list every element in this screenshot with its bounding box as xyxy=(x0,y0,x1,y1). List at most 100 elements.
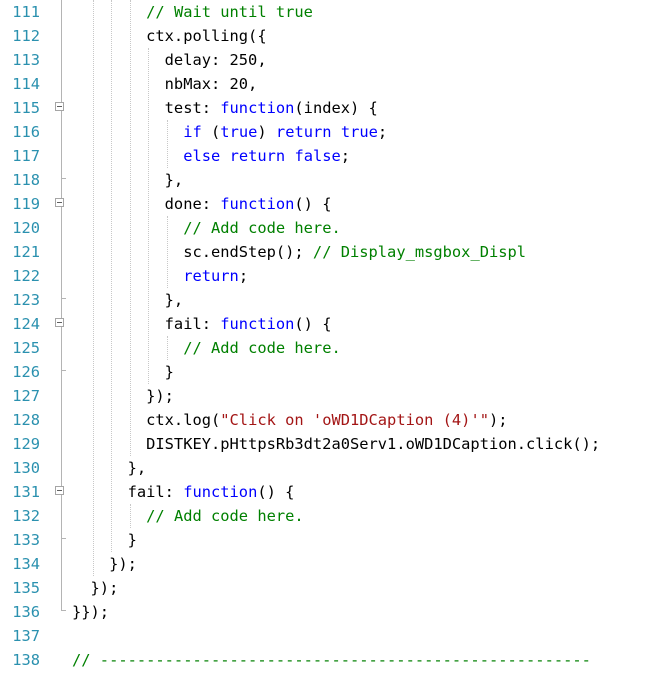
code-token: nbMax: 20, xyxy=(72,75,258,93)
indent-guide xyxy=(130,504,131,528)
code-line[interactable]: 121 sc.endStep(); // Display_msgbox_Disp… xyxy=(0,240,664,264)
collapse-icon[interactable] xyxy=(55,486,64,495)
code-text: // Wait until true xyxy=(72,0,313,24)
line-number: 132 xyxy=(12,507,40,525)
line-number: 138 xyxy=(12,651,40,669)
code-line[interactable]: 122 return; xyxy=(0,264,664,288)
fold-region-line xyxy=(61,0,62,610)
code-line[interactable]: 118 }, xyxy=(0,168,664,192)
code-token: () { xyxy=(257,483,295,501)
code-text: }); xyxy=(72,384,174,408)
code-line[interactable]: 117 else return false; xyxy=(0,144,664,168)
code-line[interactable]: 126 } xyxy=(0,360,664,384)
indent-guide xyxy=(167,336,168,360)
line-number: 119 xyxy=(12,195,40,213)
code-token: sc.endStep(); xyxy=(72,243,313,261)
code-line[interactable]: 134 }); xyxy=(0,552,664,576)
line-number: 128 xyxy=(12,411,40,429)
collapse-icon[interactable] xyxy=(55,318,64,327)
indent-guide xyxy=(111,0,112,552)
code-line[interactable]: 111 // Wait until true xyxy=(0,0,664,24)
code-line[interactable]: 133 } xyxy=(0,528,664,552)
line-number: 118 xyxy=(12,171,40,189)
code-text: fail: function() { xyxy=(72,480,295,504)
code-token xyxy=(72,507,146,525)
keyword-token: return xyxy=(275,123,332,141)
line-number: 136 xyxy=(12,603,40,621)
keyword-token: function xyxy=(220,315,295,333)
code-token xyxy=(72,123,183,141)
line-number: 130 xyxy=(12,459,40,477)
code-text: } xyxy=(72,528,137,552)
keyword-token: function xyxy=(220,99,295,117)
code-token: ; xyxy=(340,147,351,165)
code-line[interactable]: 137 xyxy=(0,624,664,648)
indent-guide xyxy=(148,48,149,384)
code-token: ( xyxy=(201,123,221,141)
keyword-token: function xyxy=(220,195,295,213)
code-line[interactable]: 127 }); xyxy=(0,384,664,408)
line-number: 127 xyxy=(12,387,40,405)
line-number: 116 xyxy=(12,123,40,141)
line-number: 133 xyxy=(12,531,40,549)
fold-region-end xyxy=(61,610,66,611)
code-token: }); xyxy=(72,387,174,405)
code-line[interactable]: 136}}); xyxy=(0,600,664,624)
code-line[interactable]: 119 done: function() { xyxy=(0,192,664,216)
code-token: DISTKEY.pHttpsRb3dt2a0Serv1.oWD1DCaption… xyxy=(72,435,601,453)
code-token: }, xyxy=(72,459,147,477)
code-token: ctx.log( xyxy=(72,411,221,429)
code-text: }, xyxy=(72,456,147,480)
code-text: // Add code here. xyxy=(72,336,341,360)
code-line[interactable]: 130 }, xyxy=(0,456,664,480)
code-token: (index) { xyxy=(294,99,378,117)
code-token: } xyxy=(72,363,174,381)
comment-token: // Display_msgbox_Displ xyxy=(312,243,527,261)
fold-region-end xyxy=(61,178,66,179)
collapse-icon[interactable] xyxy=(55,198,64,207)
code-text: return; xyxy=(72,264,248,288)
code-text: done: function() { xyxy=(72,192,332,216)
code-line[interactable]: 124 fail: function() { xyxy=(0,312,664,336)
code-token: }, xyxy=(72,171,184,189)
comment-token: // Wait until true xyxy=(146,3,313,21)
code-text: // -------------------------------------… xyxy=(72,648,591,672)
code-line[interactable]: 112 ctx.polling({ xyxy=(0,24,664,48)
collapse-icon[interactable] xyxy=(55,102,64,111)
keyword-token: else xyxy=(183,147,221,165)
code-line[interactable]: 114 nbMax: 20, xyxy=(0,72,664,96)
code-line[interactable]: 116 if (true) return true; xyxy=(0,120,664,144)
code-text: fail: function() { xyxy=(72,312,332,336)
code-text: ctx.log("Click on 'oWD1DCaption (4)'"); xyxy=(72,408,507,432)
line-number: 131 xyxy=(12,483,40,501)
code-line[interactable]: 131 fail: function() { xyxy=(0,480,664,504)
code-line[interactable]: 125 // Add code here. xyxy=(0,336,664,360)
code-line[interactable]: 123 }, xyxy=(0,288,664,312)
code-line[interactable]: 120 // Add code here. xyxy=(0,216,664,240)
code-token: }, xyxy=(72,291,184,309)
code-token xyxy=(72,147,183,165)
indent-guide xyxy=(167,120,168,168)
code-line[interactable]: 113 delay: 250, xyxy=(0,48,664,72)
code-text: } xyxy=(72,360,174,384)
comment-token: // -------------------------------------… xyxy=(72,651,591,669)
code-line[interactable]: 115 test: function(index) { xyxy=(0,96,664,120)
code-text: ctx.polling({ xyxy=(72,24,266,48)
code-token: }); xyxy=(72,579,119,597)
code-token xyxy=(72,339,183,357)
code-line[interactable]: 132 // Add code here. xyxy=(0,504,664,528)
line-number: 123 xyxy=(12,291,40,309)
code-text: // Add code here. xyxy=(72,216,341,240)
line-number: 135 xyxy=(12,579,40,597)
code-line[interactable]: 129 DISTKEY.pHttpsRb3dt2a0Serv1.oWD1DCap… xyxy=(0,432,664,456)
code-text: sc.endStep(); // Display_msgbox_Displ xyxy=(72,240,526,264)
string-token: "Click on 'oWD1DCaption (4)'" xyxy=(220,411,489,429)
line-number: 113 xyxy=(12,51,40,69)
code-text: if (true) return true; xyxy=(72,120,387,144)
line-number: 121 xyxy=(12,243,40,261)
code-line[interactable]: 138 // ----------------------------------… xyxy=(0,648,664,672)
code-token: }}); xyxy=(72,603,110,621)
code-line[interactable]: 135 }); xyxy=(0,576,664,600)
code-line[interactable]: 128 ctx.log("Click on 'oWD1DCaption (4)'… xyxy=(0,408,664,432)
